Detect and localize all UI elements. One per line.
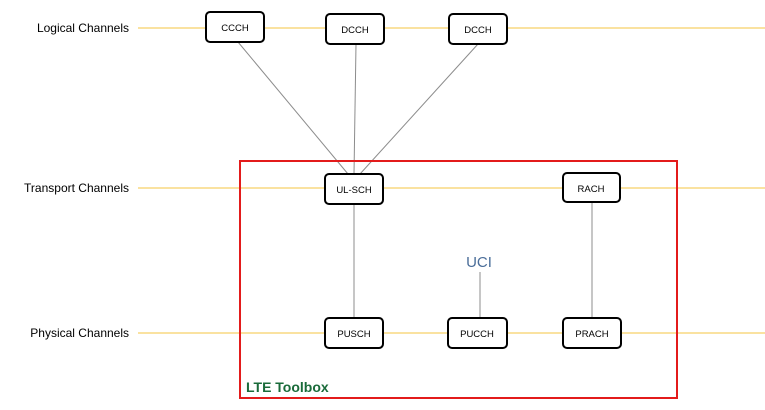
dcch-node[interactable]: DCCH [325, 13, 385, 45]
prach-node-label: PRACH [575, 329, 608, 340]
logical-channels-label: Logical Channels [37, 21, 129, 35]
rach-node[interactable]: RACH [562, 172, 621, 203]
ccch-node[interactable]: CCCH [205, 11, 265, 43]
ul-sch-node[interactable]: UL-SCH [324, 173, 384, 205]
ccch-node-label: CCCH [221, 23, 249, 34]
dcch-node-label: DCCH [341, 25, 369, 36]
pucch-node[interactable]: PUCCH [447, 317, 508, 349]
lte-toolbox-label: LTE Toolbox [246, 379, 329, 395]
transport-channels-label: Transport Channels [24, 181, 129, 195]
connection-dcch_2-to-ul_sch [359, 43, 479, 175]
connection-dcch_1-to-ul_sch [353, 43, 357, 175]
lte-toolbox-frame [239, 160, 678, 399]
pusch-node[interactable]: PUSCH [324, 317, 384, 349]
dcch-node-label: DCCH [464, 25, 492, 36]
ul-sch-node-label: UL-SCH [336, 185, 372, 196]
uci-label: UCI [466, 254, 492, 271]
connection-lines [237, 41, 593, 318]
pucch-node-label: PUCCH [460, 329, 494, 340]
rach-node-label: RACH [578, 184, 605, 195]
dcch-node[interactable]: DCCH [448, 13, 508, 45]
pusch-node-label: PUSCH [337, 329, 370, 340]
physical-channels-label: Physical Channels [30, 326, 129, 340]
prach-node[interactable]: PRACH [562, 317, 622, 349]
connection-ccch-to-ul_sch [237, 41, 349, 175]
